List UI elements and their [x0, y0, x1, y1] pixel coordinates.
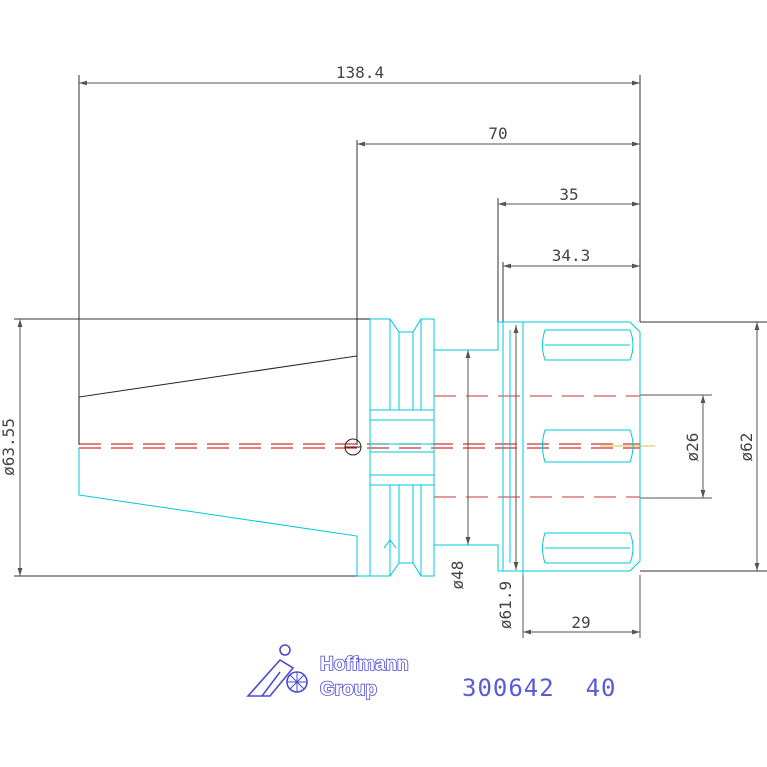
dim-label-26: ø26 [683, 433, 702, 462]
dim-label-138-4: 138.4 [336, 63, 384, 82]
centerlines [79, 395, 655, 498]
dim-label-62: ø62 [737, 433, 756, 462]
dim-label-61-9: ø61.9 [496, 581, 515, 629]
dimension-lines [17, 80, 760, 638]
logo-text-group: Group [320, 679, 377, 700]
dim-label-70: 70 [488, 124, 507, 143]
dim-label-48: ø48 [448, 561, 467, 590]
hoffmann-logo: Hoffmann Group [246, 644, 409, 701]
collet-nut [498, 321, 641, 575]
taper-shank [78, 318, 370, 577]
logo-text-hoffmann: Hoffmann [320, 654, 409, 675]
logo-mark-icon [246, 644, 308, 697]
dim-label-35: 35 [559, 185, 578, 204]
dim-label-63-55: ø63.55 [0, 418, 18, 476]
flange [369, 318, 499, 577]
part-number: 300642 40 [462, 674, 617, 702]
dim-label-34-3: 34.3 [552, 246, 591, 265]
dimension-labels: 138.4 70 35 34.3 29 ø63.55 ø62 ø26 ø48 ø… [0, 63, 756, 632]
dim-label-29: 29 [571, 613, 590, 632]
extension-lines [14, 75, 767, 577]
